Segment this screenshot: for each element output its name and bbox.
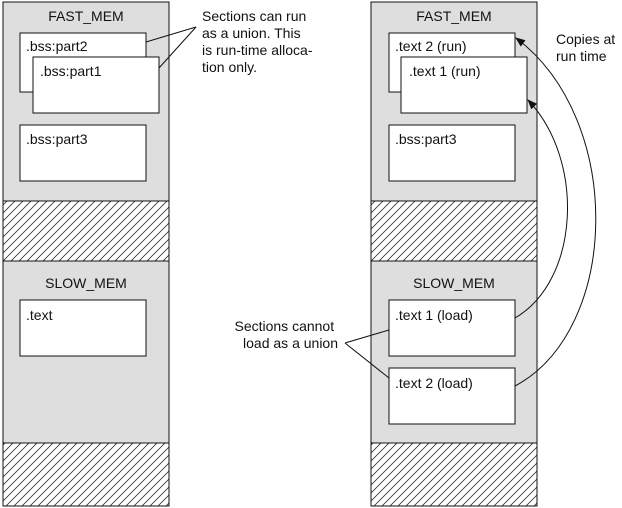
right-section-bss-part3-box [388,124,516,182]
right-section-text2-run-label: .text 2 (run) [395,38,467,54]
left-hatched-gap-lower [2,442,170,507]
copy-note-line-2: run time [556,48,607,64]
union-note-line-1: Sections can run [202,8,306,24]
right-hatched-gap-lower [370,442,538,507]
load-note-line-1: Sections cannot [234,318,334,334]
right-hatched-gap-upper [370,200,538,262]
copy-arrow-text1 [514,99,568,319]
union-note-line-4: tion only. [202,59,257,75]
right-section-bss-part3-label: .bss:part3 [395,131,457,147]
left-section-bss-part2-label: .bss:part2 [26,38,88,54]
load-note-text: Sections cannot load as a union [234,318,338,351]
right-memory-map: FAST_MEM SLOW_MEM .text 2 (run) .text 1 … [370,1,538,507]
right-section-text2-load-label: .text 2 (load) [395,375,473,391]
left-fast-mem-label: FAST_MEM [48,8,123,24]
union-note-callout: Sections can run as a union. This is run… [145,8,316,75]
left-section-bss-part1-label: .bss:part1 [40,63,102,79]
copy-note-callout: Copies at run time [514,31,619,387]
left-section-text-box [19,299,147,357]
right-section-text1-run-box [400,56,528,114]
union-note-line-3: is run-time alloca- [202,42,313,58]
union-leader-line-part1 [158,26,197,69]
right-section-text1-run-label: .text 1 (run) [409,63,481,79]
union-note-line-2: as a union. This [202,25,301,41]
load-leader-line-text1 [344,329,390,344]
right-section-text2-load-box [388,367,516,425]
left-hatched-gap-upper [2,200,170,262]
load-note-callout: Sections cannot load as a union [234,318,390,379]
left-section-text-label: .text [26,307,53,323]
union-leader-line-part2 [145,26,197,43]
right-section-text1-load-box [388,299,516,357]
left-section-bss-part1-box [32,56,160,114]
load-note-line-2: load as a union [243,335,338,351]
left-slow-mem-label: SLOW_MEM [45,275,127,291]
right-fast-mem-label: FAST_MEM [416,8,491,24]
right-slow-mem-label: SLOW_MEM [413,275,495,291]
copy-note-line-1: Copies at [556,31,615,47]
left-memory-map: FAST_MEM SLOW_MEM .bss:part2 .bss:part1 … [2,1,170,507]
copy-note-text: Copies at run time [556,31,619,64]
union-note-text: Sections can run as a union. This is run… [202,8,316,75]
load-leader-line-text2 [344,342,390,379]
left-section-bss-part3-box [19,124,147,182]
left-section-bss-part3-label: .bss:part3 [26,131,88,147]
copy-arrow-text2 [514,37,597,387]
right-section-text1-load-label: .text 1 (load) [395,307,473,323]
